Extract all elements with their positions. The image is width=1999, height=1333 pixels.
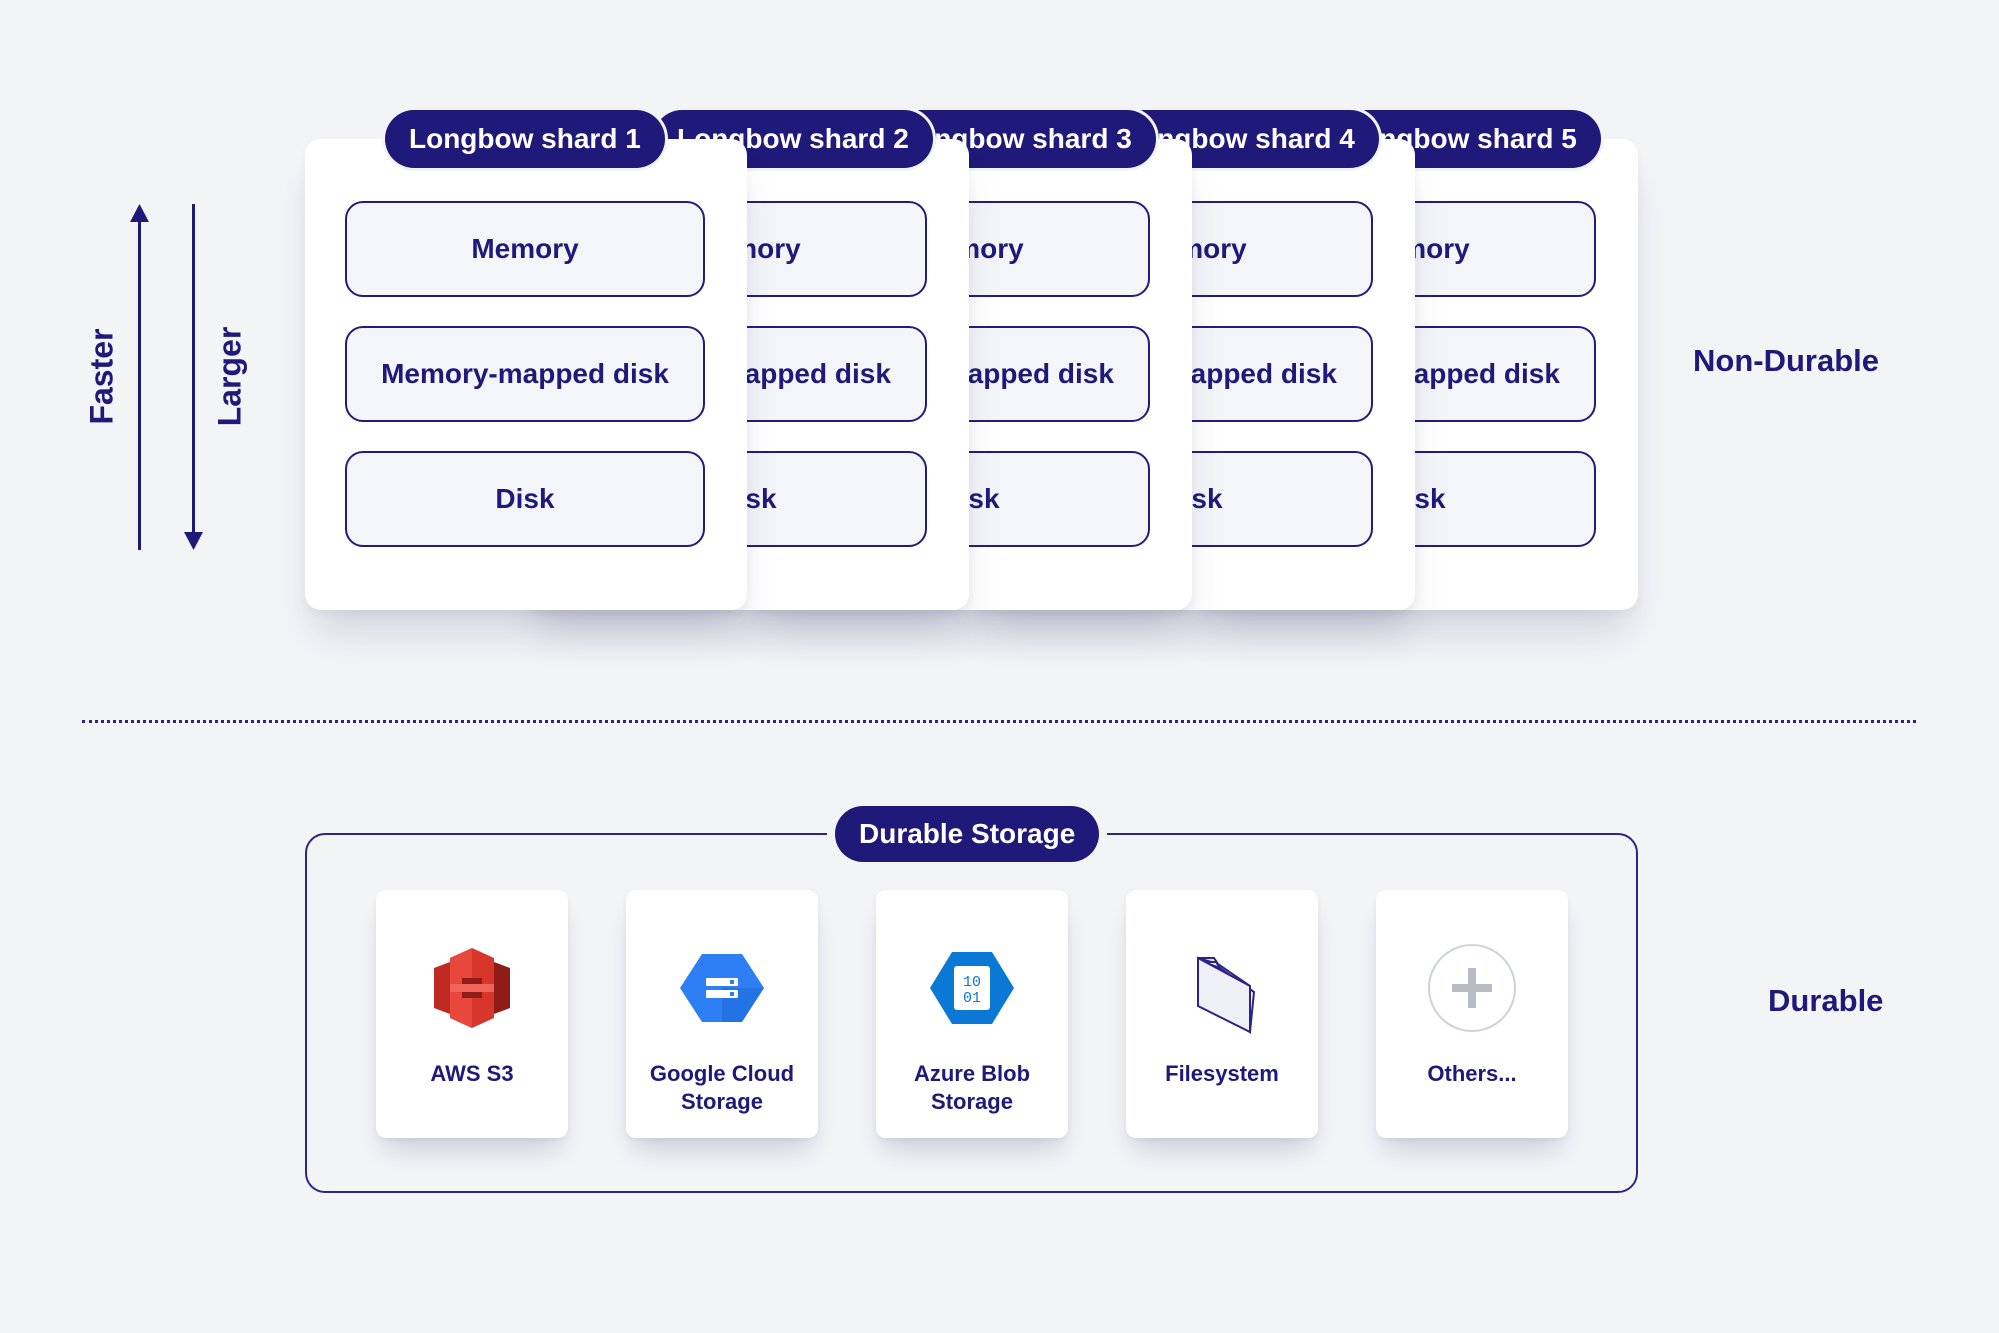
storage-label: Azure Blob Storage: [913, 1061, 1031, 1114]
arrow-up-icon: [130, 204, 149, 222]
storage-card-others: Others...: [1376, 890, 1568, 1138]
aws-s3-icon: [434, 948, 510, 1028]
faster-label: Faster: [83, 328, 120, 425]
azure-blob-storage-icon: 10 01: [930, 952, 1014, 1024]
storage-card-azure-blob: 10 01 Azure Blob Storage: [876, 890, 1068, 1138]
svg-text:10: 10: [963, 974, 981, 991]
non-durable-label: Non-Durable: [1693, 343, 1879, 378]
google-cloud-storage-icon: [680, 954, 764, 1022]
tier-memory: Memory: [345, 201, 705, 297]
storage-label: AWS S3: [430, 1061, 514, 1086]
storage-card-google-cloud: Google Cloud Storage: [626, 890, 818, 1138]
storage-label: Google Cloud Storage: [649, 1061, 795, 1114]
svg-text:01: 01: [963, 990, 981, 1007]
shard-card-1: Memory Memory-mapped disk Disk: [305, 139, 747, 610]
storage-label: Others...: [1427, 1061, 1517, 1086]
faster-arrow-line: [138, 215, 141, 550]
durable-label: Durable: [1768, 983, 1884, 1018]
shard-title-1: Longbow shard 1: [385, 110, 665, 168]
folder-icon: [1197, 956, 1256, 1034]
storage-card-filesystem: Filesystem: [1126, 890, 1318, 1138]
tier-disk: Disk: [345, 451, 705, 547]
storage-label: Filesystem: [1165, 1061, 1279, 1086]
larger-label: Larger: [211, 326, 248, 427]
arrow-down-icon: [184, 532, 203, 550]
durable-storage-title: Durable Storage: [835, 806, 1100, 862]
storage-card-aws-s3: AWS S3: [376, 890, 568, 1138]
plus-icon: [1428, 944, 1516, 1032]
tier-divider: [82, 720, 1916, 723]
larger-arrow-line: [192, 204, 195, 539]
tier-memory-mapped-disk: Memory-mapped disk: [345, 326, 705, 422]
